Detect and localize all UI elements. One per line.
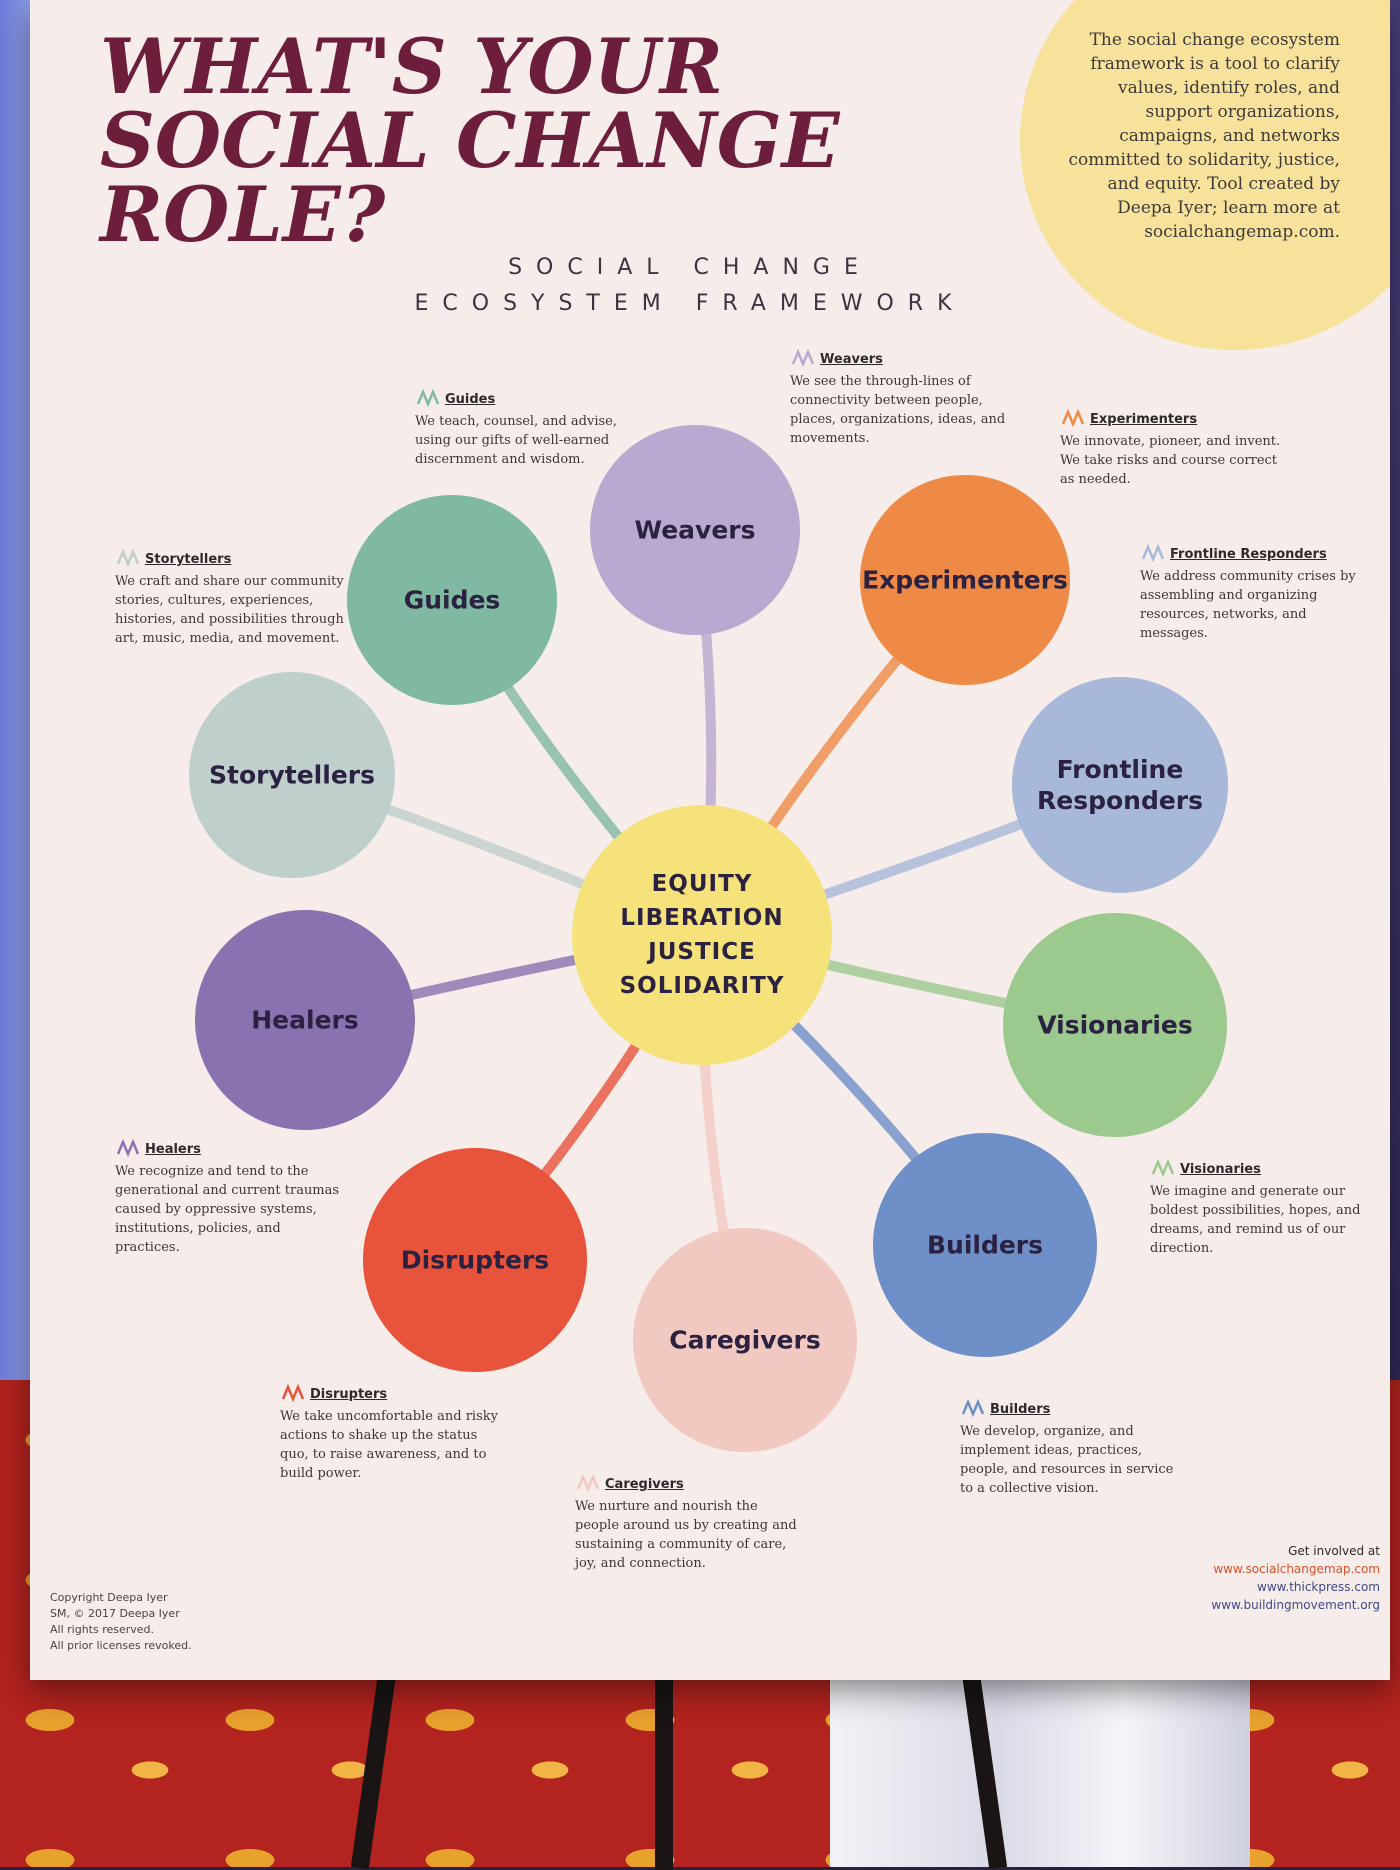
description-heading-guides: Guides [445, 392, 496, 407]
role-label-builders: Builders [926, 1230, 1044, 1260]
description-heading-frontline: Frontline Responders [1170, 547, 1327, 562]
description-text-experimenters: We innovate, pioneer, and invent. We tak… [1060, 434, 1281, 487]
link-socialchangemap[interactable]: www.socialchangemap.com [1213, 1562, 1380, 1576]
description-heading-storytellers: Storytellers [145, 552, 232, 567]
role-circle-guides [347, 495, 557, 705]
intro-text: The social change ecosystem framework is… [1068, 30, 1340, 242]
ecosystem-diagram [189, 425, 1228, 1452]
subtitle-line-1: SOCIAL CHANGE [508, 255, 872, 280]
description-caregivers: Caregivers We nurture and nourish the peo… [575, 1473, 805, 1573]
disrupters-icon [281, 1383, 305, 1403]
role-circles [189, 425, 1228, 1452]
role-label-caregivers: Caregivers [669, 1325, 821, 1355]
link-buildingmovement[interactable]: www.buildingmovement.org [1211, 1598, 1380, 1612]
copyright-line: Copyright Deepa Iyer [50, 1591, 168, 1604]
value-equity: EQUITY [651, 871, 753, 897]
description-visionaries: Visionaries We imagine and generate our b… [1150, 1158, 1380, 1258]
framework-subtitle: SOCIAL CHANGE ECOSYSTEM FRAMEWORK [330, 250, 1050, 322]
value-solidarity: SOLIDARITY [619, 973, 785, 999]
role-circle-visionaries [1003, 913, 1227, 1137]
description-text-storytellers: We craft and share our community stories… [115, 574, 344, 646]
copyright-line: All rights reserved. [50, 1623, 155, 1636]
description-heading-disrupters: Disrupters [310, 1387, 388, 1402]
role-circle-builders [873, 1133, 1097, 1357]
description-heading-weavers: Weavers [820, 352, 883, 367]
subtitle-line-2: ECOSYSTEM FRAMEWORK [414, 291, 966, 316]
description-heading-healers: Healers [145, 1142, 201, 1157]
description-frontline: Frontline Responders We address community… [1140, 543, 1370, 643]
description-text-caregivers: We nurture and nourish the people around… [575, 1499, 797, 1571]
role-label-experimenters: Experimenters [862, 565, 1068, 595]
weavers-icon [791, 348, 815, 368]
description-text-frontline: We address community crises by assemblin… [1140, 569, 1356, 641]
description-storytellers: Storytellers We craft and share our commu… [115, 548, 345, 648]
poster-board: The social change ecosystem framework is… [30, 0, 1390, 1680]
description-builders: Builders We develop, organize, and implem… [960, 1398, 1190, 1498]
role-circle-weavers [590, 425, 800, 635]
storytellers-icon [116, 548, 140, 568]
role-label-healers: Healers [251, 1005, 359, 1035]
guides-icon [416, 388, 440, 408]
role-label-guides: Guides [403, 585, 501, 615]
description-guides: Guides We teach, counsel, and advise, usi… [415, 388, 645, 469]
description-heading-experimenters: Experimenters [1090, 412, 1198, 427]
description-weavers: Weavers We see the through-lines of conne… [790, 348, 1020, 448]
builders-icon [961, 1398, 985, 1418]
copyright-line: SM, © 2017 Deepa Iyer [50, 1607, 180, 1620]
frontline-icon [1141, 543, 1165, 563]
link-thickpress[interactable]: www.thickpress.com [1257, 1580, 1380, 1594]
description-experimenters: Experimenters We innovate, pioneer, and i… [1060, 408, 1290, 489]
center-values: EQUITY LIBERATION JUSTICE SOLIDARITY [620, 867, 785, 1003]
healers-icon [116, 1138, 140, 1158]
caregivers-icon [576, 1473, 600, 1493]
role-label-visionaries: Visionaries [1037, 1010, 1193, 1040]
get-involved-heading: Get involved at [1288, 1544, 1380, 1558]
role-label-frontline: Frontline Responders [1036, 755, 1204, 815]
description-text-builders: We develop, organize, and implement idea… [960, 1424, 1174, 1496]
experimenters-icon [1061, 408, 1085, 428]
role-label-storytellers: Storytellers [209, 760, 375, 790]
get-involved: Get involved at www.socialchangemap.com … [1160, 1542, 1380, 1614]
role-label-weavers: Weavers [634, 515, 756, 545]
role-circle-disrupters [363, 1148, 587, 1372]
description-disrupters: Disrupters We take uncomfortable and risk… [280, 1383, 510, 1483]
role-circle-healers [195, 910, 415, 1130]
description-text-visionaries: We imagine and generate our boldest poss… [1150, 1184, 1361, 1256]
poster-title: WHAT'S YOUR SOCIAL CHANGE ROLE? [100, 22, 840, 259]
role-circle-frontline [1012, 677, 1228, 893]
description-text-weavers: We see the through-lines of connectivity… [790, 374, 1006, 446]
description-text-healers: We recognize and tend to the generationa… [115, 1164, 340, 1255]
role-circle-caregivers [633, 1228, 857, 1452]
copyright-notice: Copyright Deepa Iyer SM, © 2017 Deepa Iy… [50, 1590, 250, 1654]
copyright-line: All prior licenses revoked. [50, 1639, 192, 1652]
description-heading-caregivers: Caregivers [605, 1477, 684, 1492]
visionaries-icon [1151, 1158, 1175, 1178]
description-heading-builders: Builders [990, 1402, 1051, 1417]
center-values-circle [572, 805, 832, 1065]
description-text-guides: We teach, counsel, and advise, using our… [415, 414, 618, 467]
role-circle-experimenters [860, 475, 1070, 685]
description-heading-visionaries: Visionaries [1180, 1162, 1261, 1177]
value-liberation: LIBERATION [620, 905, 784, 931]
description-healers: Healers We recognize and tend to the gene… [115, 1138, 345, 1257]
role-circle-storytellers [189, 672, 395, 878]
description-text-disrupters: We take uncomfortable and risky actions … [280, 1409, 498, 1481]
role-label-disrupters: Disrupters [400, 1245, 550, 1275]
value-justice: JUSTICE [648, 939, 756, 965]
